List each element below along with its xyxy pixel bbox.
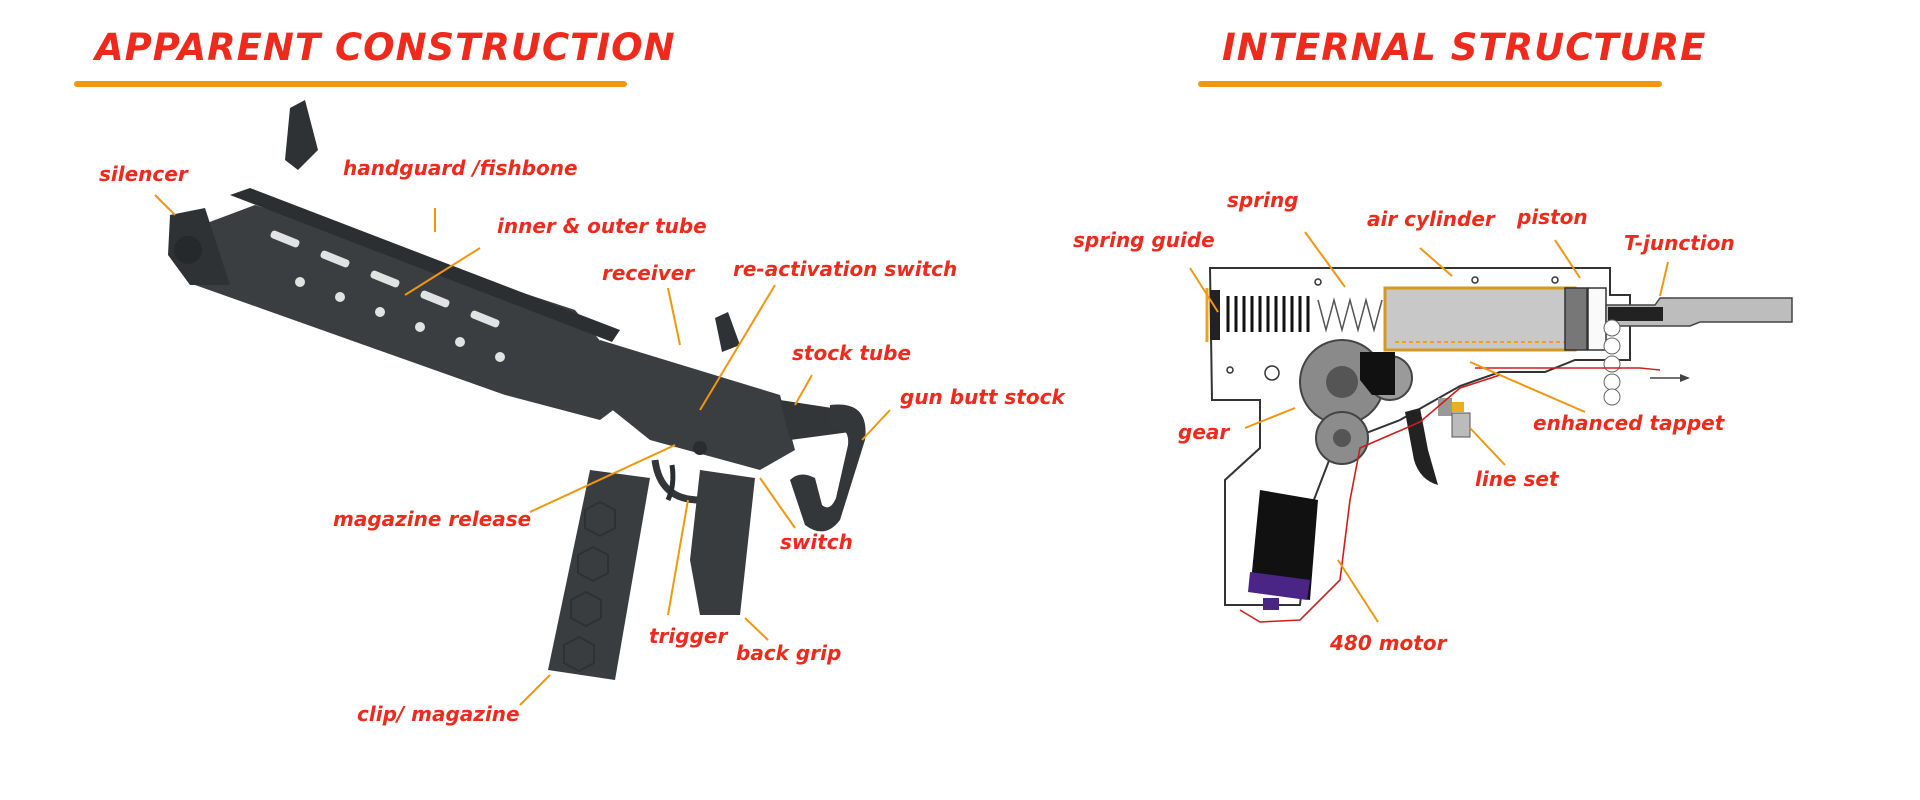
label-trigger: trigger bbox=[649, 624, 728, 648]
label-stock-tube: stock tube bbox=[792, 341, 912, 365]
label-magazine-release: magazine release bbox=[333, 507, 532, 531]
label-gun-butt-stock: gun butt stock bbox=[900, 385, 1065, 409]
internal-structure-title: INTERNAL STRUCTURE bbox=[1222, 26, 1707, 69]
label-piston: piston bbox=[1517, 205, 1588, 229]
apparent-construction-title: APPARENT CONSTRUCTION bbox=[95, 26, 676, 69]
label-inner-outer-tube: inner & outer tube bbox=[497, 214, 707, 238]
label-reactivation-switch: re-activation switch bbox=[733, 257, 958, 281]
label-clip-magazine: clip/ magazine bbox=[357, 702, 520, 726]
label-switch: switch bbox=[780, 530, 853, 554]
internal-structure-rule bbox=[1198, 81, 1662, 87]
label-480-motor: 480 motor bbox=[1330, 631, 1447, 655]
gearbox-illustration bbox=[1205, 267, 1793, 623]
leader-lines bbox=[154, 194, 1669, 706]
gun-illustration bbox=[168, 100, 866, 680]
label-back-grip: back grip bbox=[736, 641, 842, 665]
label-t-junction: T-junction bbox=[1624, 231, 1735, 255]
apparent-construction-rule bbox=[74, 81, 627, 87]
label-enhanced-tappet: enhanced tappet bbox=[1533, 411, 1725, 435]
label-receiver: receiver bbox=[602, 261, 695, 285]
label-line-set: line set bbox=[1475, 467, 1559, 491]
label-gear: gear bbox=[1178, 420, 1230, 444]
label-spring-guide: spring guide bbox=[1073, 228, 1215, 252]
label-silencer: silencer bbox=[99, 162, 188, 186]
label-air-cylinder: air cylinder bbox=[1367, 207, 1495, 231]
label-handguard: handguard /fishbone bbox=[343, 156, 578, 180]
label-spring: spring bbox=[1227, 188, 1299, 212]
